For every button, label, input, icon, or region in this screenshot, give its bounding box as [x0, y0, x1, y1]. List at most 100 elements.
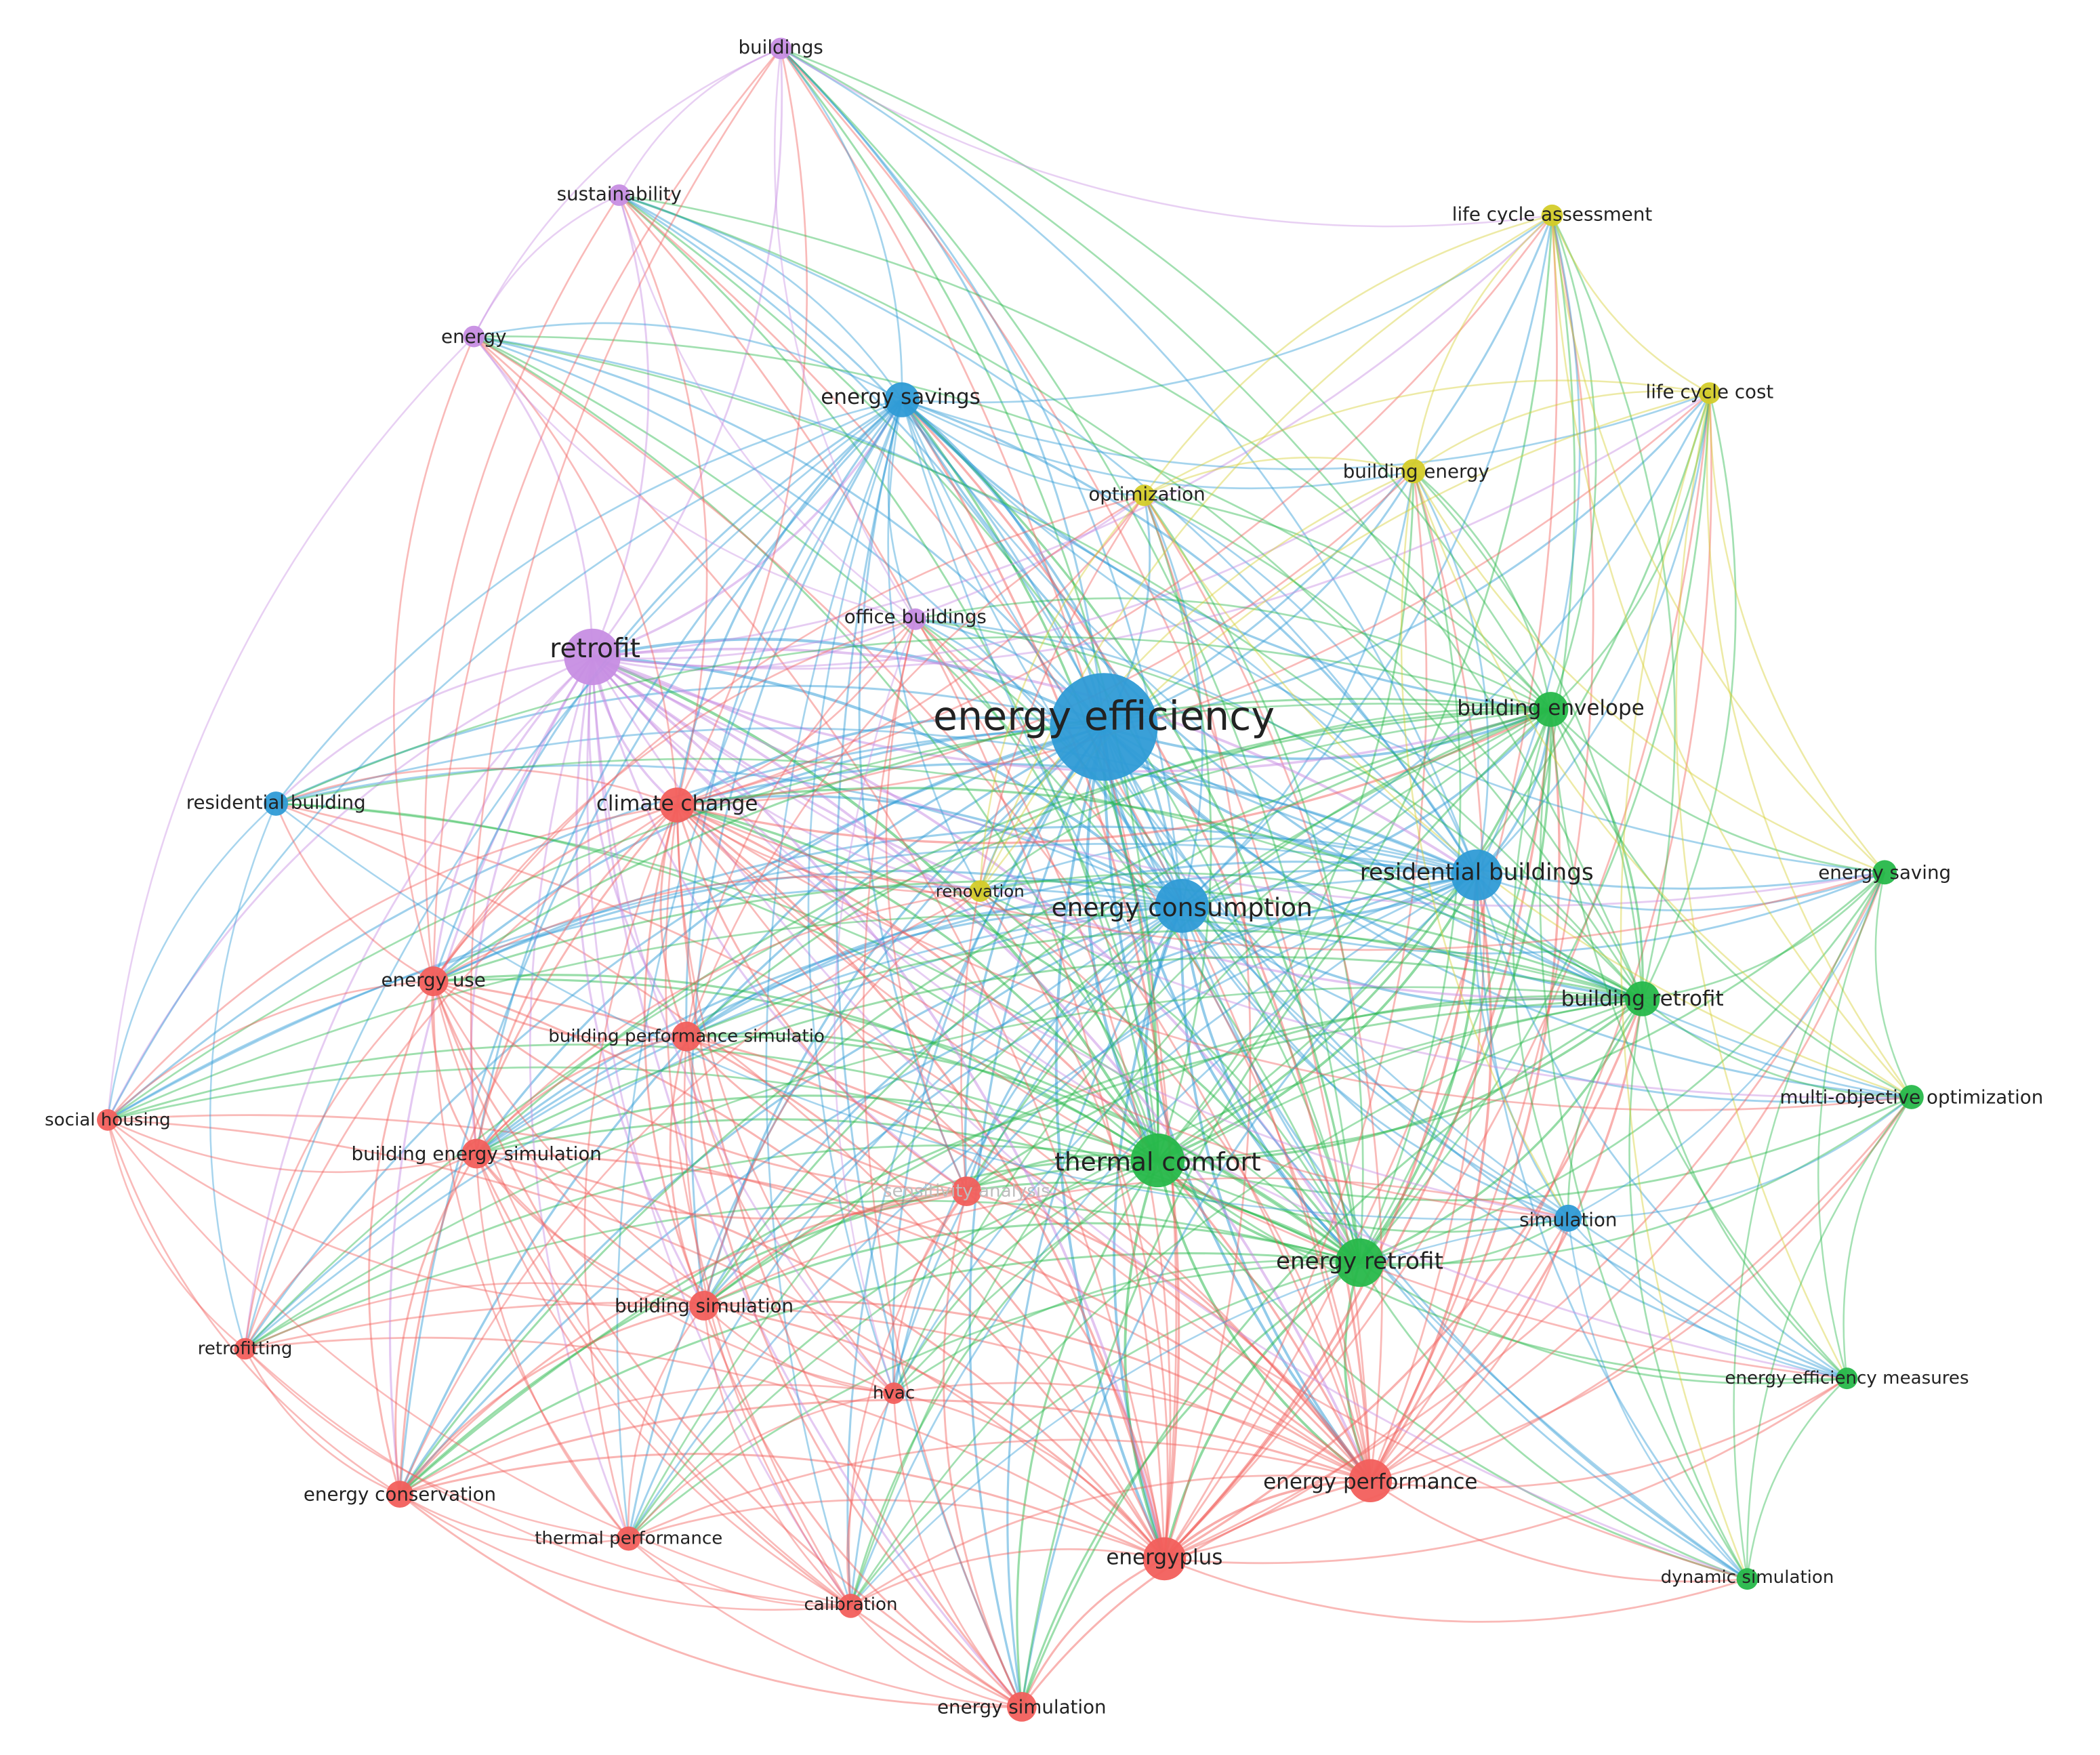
label-retrofitting: retrofitting — [198, 1339, 293, 1359]
link — [676, 787, 1643, 1000]
link — [979, 495, 1145, 892]
node-life-cycle-cost[interactable] — [1699, 382, 1721, 404]
link — [107, 1044, 1158, 1161]
label-building-envelope: building envelope — [1457, 696, 1645, 720]
node-building-energy-simulation[interactable] — [461, 1138, 492, 1169]
node-retrofit[interactable] — [564, 628, 621, 686]
link — [1157, 1096, 1912, 1201]
node-building-performance-simulatio[interactable] — [672, 1021, 701, 1052]
label-building-performance-simulatio: building performance simulatio — [548, 1027, 825, 1047]
link — [592, 656, 1847, 1380]
node-multi-objective-optimization[interactable] — [1899, 1085, 1924, 1109]
node-thermal-performance[interactable] — [616, 1526, 641, 1551]
node-residential-buildings[interactable] — [1451, 849, 1502, 901]
link — [1370, 1378, 1848, 1489]
link — [858, 399, 968, 1192]
link — [431, 981, 478, 1155]
node-calibration[interactable] — [838, 1594, 863, 1618]
node-energy-conservation[interactable] — [386, 1481, 413, 1508]
link — [1180, 905, 1569, 1220]
link — [1370, 871, 1886, 1482]
link — [398, 708, 1551, 1495]
node-energy-efficiency[interactable] — [1050, 673, 1158, 781]
link — [106, 1119, 400, 1495]
link — [780, 47, 1159, 1161]
node-life-cycle-assessment[interactable] — [1541, 204, 1563, 226]
link — [1164, 871, 1886, 1560]
node-sustainability[interactable] — [608, 184, 630, 206]
node-building-envelope[interactable] — [1533, 692, 1569, 727]
node-building-simulation[interactable] — [689, 1291, 719, 1321]
link — [966, 708, 1552, 1192]
link — [979, 890, 1169, 1559]
link — [394, 1153, 478, 1495]
link — [592, 655, 1183, 907]
node-simulation[interactable] — [1555, 1204, 1582, 1232]
node-energyplus[interactable] — [1142, 1537, 1187, 1581]
node-social-housing[interactable] — [97, 1109, 119, 1131]
node-energy-simulation[interactable] — [1006, 1692, 1037, 1722]
node-energy-retrofit[interactable] — [1335, 1238, 1384, 1287]
link — [618, 194, 916, 620]
node-energy-saving[interactable] — [1872, 860, 1897, 885]
link — [1157, 871, 1886, 1161]
link — [1641, 997, 1912, 1098]
link — [476, 1153, 894, 1395]
link — [107, 703, 1551, 1121]
link — [1359, 998, 1644, 1264]
node-retrofitting[interactable] — [234, 1338, 256, 1360]
link — [432, 494, 1145, 982]
link — [968, 726, 1105, 1708]
link — [1675, 392, 1848, 1379]
link — [966, 995, 1643, 1193]
node-hvac[interactable] — [883, 1382, 905, 1404]
node-energy-efficiency-measures[interactable] — [1836, 1367, 1858, 1390]
link — [685, 726, 1105, 1037]
link — [433, 869, 1182, 983]
link — [676, 804, 1159, 1161]
link — [901, 399, 1180, 1559]
link — [686, 929, 1643, 1037]
link — [686, 861, 1477, 1037]
link — [669, 1036, 705, 1306]
link — [275, 727, 1477, 876]
node-energy[interactable] — [463, 325, 485, 348]
link — [892, 874, 1477, 1394]
link — [1370, 393, 1712, 1482]
link — [1143, 494, 1478, 875]
link — [1476, 392, 1711, 876]
link — [780, 47, 1552, 228]
node-energy-savings[interactable] — [884, 382, 920, 417]
node-building-retrofit[interactable] — [1624, 981, 1660, 1016]
link — [1550, 215, 1597, 710]
link — [1144, 905, 1184, 1161]
label-building-energy: building energy — [1343, 460, 1489, 482]
link — [1551, 215, 1710, 394]
node-dynamic-simulation[interactable] — [1736, 1568, 1758, 1590]
node-building-energy[interactable] — [1401, 459, 1426, 484]
node-office-buildings[interactable] — [904, 608, 926, 630]
node-energy-use[interactable] — [418, 966, 449, 997]
link — [676, 804, 1372, 1481]
node-sensitivity-analysis[interactable] — [951, 1176, 982, 1206]
node-residential-building[interactable] — [264, 791, 289, 816]
label-building-energy-simulation: building energy simulation — [352, 1142, 602, 1165]
node-renovation[interactable] — [969, 880, 991, 902]
link — [765, 399, 903, 1607]
node-energy-consumption[interactable] — [1155, 879, 1209, 933]
link — [1103, 392, 1711, 728]
link — [398, 1159, 1158, 1495]
node-thermal-comfort[interactable] — [1130, 1133, 1185, 1188]
label-social-housing: social housing — [45, 1110, 171, 1130]
node-climate-change[interactable] — [659, 787, 695, 823]
link — [901, 398, 1372, 1481]
link — [592, 392, 1710, 670]
link — [474, 335, 1643, 999]
label-energy-consumption: energy consumption — [1052, 892, 1313, 922]
node-optimization[interactable] — [1133, 484, 1155, 506]
node-buildings[interactable] — [770, 37, 792, 60]
link — [1567, 871, 1886, 1219]
link — [685, 618, 916, 1037]
node-energy-performance[interactable] — [1348, 1459, 1393, 1502]
link — [473, 335, 678, 806]
